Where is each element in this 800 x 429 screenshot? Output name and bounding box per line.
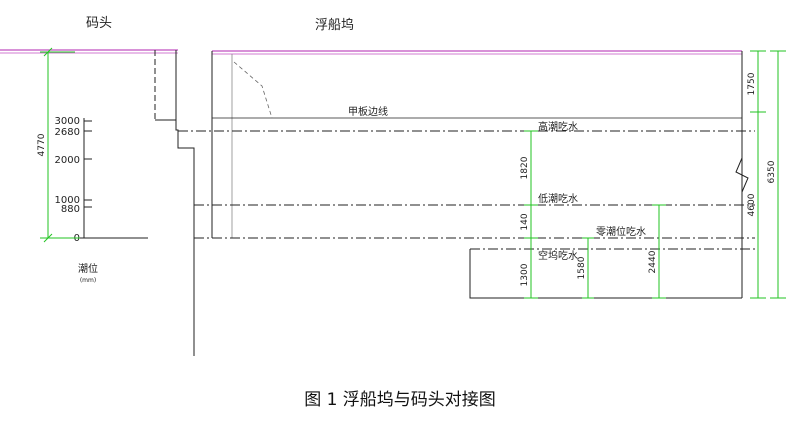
low-tide-label: 低潮吃水 <box>538 192 578 205</box>
wharf-face <box>175 50 195 356</box>
dock-bottom <box>469 249 742 299</box>
dim-4770-text: 4770 <box>37 133 47 156</box>
dim-6350-text: 6350 <box>767 160 777 183</box>
dim-1580-text: 1580 <box>577 256 587 279</box>
figure-caption: 图 1 浮船坞与码头对接图 <box>304 390 496 410</box>
high-tide-label: 高潮吃水 <box>538 120 578 133</box>
dim-4600-text: 4600 <box>747 193 757 216</box>
tick-label-2000: 2000 <box>55 155 80 166</box>
empty-dock-label: 空坞吃水 <box>538 249 578 262</box>
dim-1300-text: 1300 <box>520 263 530 286</box>
dock-heading: 浮船坞 <box>315 17 354 33</box>
dim-1820-text: 1820 <box>520 156 530 179</box>
dim-140-text: 140 <box>520 213 530 230</box>
dim-4770-tick-b <box>43 233 53 243</box>
tide-scale-unit: (mm) <box>80 277 96 284</box>
dock-bracket <box>233 61 273 119</box>
dim-1750-text: 1750 <box>747 72 757 95</box>
deck-edge-label: 甲板边线 <box>348 105 388 118</box>
wharf-heading: 码头 <box>86 16 112 31</box>
zero-tide-label: 零潮位吃水 <box>596 225 646 238</box>
tick-label-1000: 1000 <box>55 195 80 206</box>
break-symbol <box>735 157 749 193</box>
tide-scale-label: 潮位 <box>78 262 98 275</box>
tick-label-880: 880 <box>61 204 80 215</box>
dim-4770-tick-a <box>43 47 53 57</box>
tick-label-3000: 3000 <box>55 116 80 127</box>
dim-2440-text: 2440 <box>648 250 658 273</box>
tick-label-2680: 2680 <box>55 127 80 138</box>
